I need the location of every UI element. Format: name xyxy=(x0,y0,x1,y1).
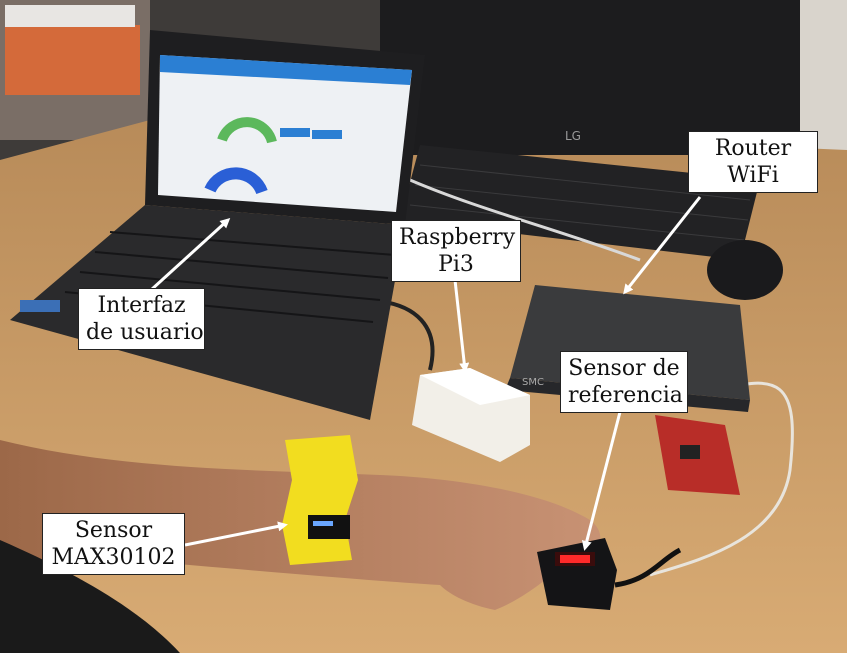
arrow-reference-sensor xyxy=(581,411,622,551)
label-raspberry-line2: Pi3 xyxy=(438,252,474,277)
label-interface-line2: de usuario xyxy=(86,320,204,345)
label-reference-sensor: Sensor de referencia xyxy=(560,351,688,413)
label-raspberry-line1: Raspberry xyxy=(399,225,516,250)
laptop-sticker xyxy=(20,300,60,312)
wristband-device xyxy=(282,435,358,565)
arrow-interface xyxy=(138,217,231,302)
gauge-green xyxy=(217,117,277,144)
arrow-sensor-max xyxy=(184,521,288,547)
router-brand: SMC xyxy=(522,377,544,388)
app-button-1 xyxy=(280,128,310,137)
app-button-2 xyxy=(312,130,342,139)
arrow-raspberry xyxy=(453,279,470,373)
label-reference-line1: Sensor de xyxy=(568,356,680,381)
laptop-base xyxy=(10,205,405,420)
label-router-line2: WiFi xyxy=(727,163,779,188)
label-router-wifi: Router WiFi xyxy=(688,131,818,193)
paper-stack xyxy=(5,5,135,27)
app-header-bar xyxy=(160,55,412,85)
label-interface-line1: Interfaz xyxy=(97,293,186,318)
label-router-line1: Router xyxy=(714,136,792,161)
label-sensor-line1: Sensor xyxy=(74,518,153,543)
monitor-brand: LG xyxy=(565,129,581,143)
gauge-blue xyxy=(204,167,268,195)
arrow-router xyxy=(623,196,702,295)
label-raspberry-pi3: Raspberry Pi3 xyxy=(391,220,521,282)
label-sensor-max30102: Sensor MAX30102 xyxy=(42,513,185,575)
label-sensor-line2: MAX30102 xyxy=(51,545,176,570)
label-interface: Interfaz de usuario xyxy=(78,288,205,350)
oled-display xyxy=(308,515,350,539)
monitor xyxy=(380,0,800,155)
label-reference-line2: referencia xyxy=(568,383,683,408)
mouse xyxy=(707,240,783,300)
orange-binder xyxy=(5,25,140,95)
